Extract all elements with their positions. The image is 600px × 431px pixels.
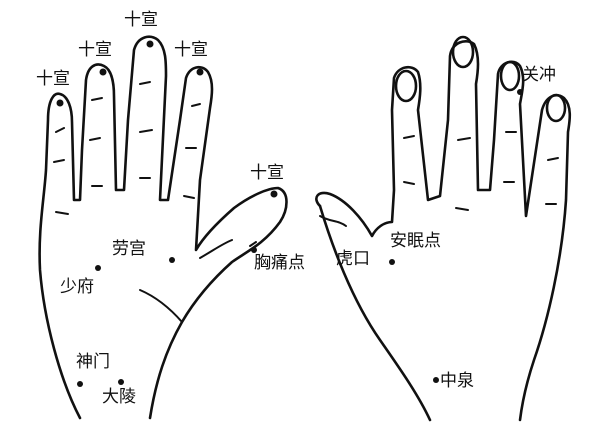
- right-index-nail: [545, 93, 567, 123]
- shixuan-middle-point: [146, 40, 154, 48]
- shixuan-thumb-point: [270, 190, 278, 198]
- right-hand-thumb-edge: [318, 204, 432, 422]
- left-hand-thenar-line: [199, 239, 233, 259]
- laogong-point: [169, 257, 175, 263]
- right-ring-nail: [451, 35, 475, 69]
- label-shenmen: 神门: [76, 352, 110, 372]
- daling-point: [118, 379, 124, 385]
- anmiandian-point: [389, 259, 395, 265]
- label-shixuan-thumb: 十宣: [250, 163, 284, 183]
- guanchong-point: [517, 89, 523, 95]
- shixuan-ring-point: [99, 68, 107, 76]
- label-shixuan-little: 十宣: [36, 69, 70, 89]
- label-daling: 大陵: [102, 387, 136, 407]
- left-hand-palm-line: [139, 289, 183, 323]
- zhongquan-point: [433, 377, 439, 383]
- label-shixuan-ring: 十宣: [78, 40, 112, 60]
- shixuan-little-point: [56, 99, 64, 107]
- label-shixuan-index: 十宣: [174, 40, 208, 60]
- shaofu-point: [95, 265, 101, 271]
- xiongtongdian-point: [251, 247, 257, 253]
- right-little-nail: [394, 69, 418, 103]
- shixuan-index-point: [196, 68, 204, 76]
- label-zhongquan: 中泉: [440, 371, 474, 391]
- label-guanchong: 关冲: [522, 65, 556, 85]
- right-hand-outline: [315, 40, 572, 422]
- label-shaofu: 少府: [60, 277, 94, 297]
- label-xiongtongdian: 胸痛点: [254, 253, 305, 273]
- label-shixuan-middle: 十宣: [124, 10, 158, 30]
- left-hand-outline: [38, 35, 288, 420]
- label-anmiandian: 安眠点: [390, 231, 441, 251]
- label-laogong: 劳宫: [112, 239, 146, 259]
- label-hukou: 虎口: [336, 249, 370, 269]
- shenmen-point: [77, 381, 83, 387]
- right-middle-nail: [499, 60, 521, 92]
